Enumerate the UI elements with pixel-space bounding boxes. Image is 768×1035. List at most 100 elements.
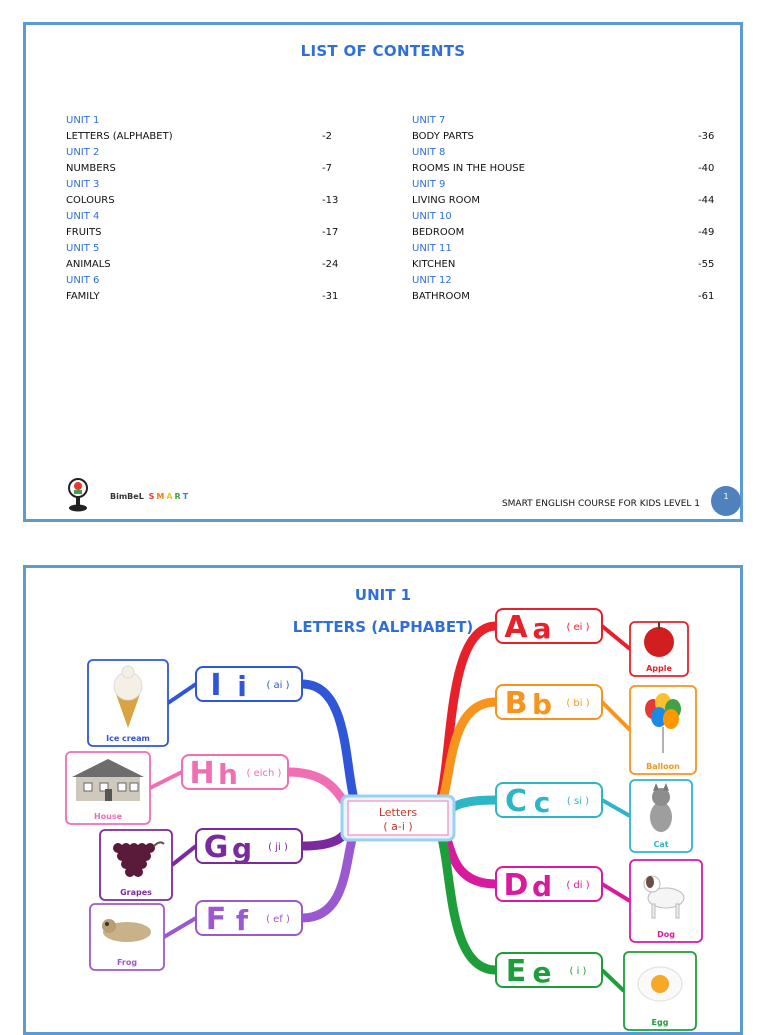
picture-word: Cat	[653, 840, 668, 849]
toc-entry-title: ROOMS IN THE HOUSE	[412, 163, 525, 174]
pronunciation-label: ( ji )	[268, 842, 288, 853]
toc-entry[interactable]: BEDROOM -49	[412, 225, 722, 241]
house-icon	[72, 759, 144, 801]
picture-card-balloon[interactable]: Balloon	[629, 685, 697, 775]
toc-entry[interactable]: BATHROOM-61	[412, 289, 722, 305]
smart-letter: T	[182, 492, 189, 501]
uppercase-letter: D	[504, 868, 529, 903]
picture-word: Egg	[652, 1018, 669, 1027]
toc-entry-title: LETTERS (ALPHABET)	[66, 131, 173, 142]
picture-word: Balloon	[646, 762, 680, 771]
picture-connector	[149, 770, 183, 790]
toc-unit-label: UNIT 4	[66, 211, 100, 222]
toc-entry-title: FRUITS	[66, 227, 102, 238]
page-number-badge: 1	[711, 486, 741, 516]
smart-letter: A	[166, 492, 173, 501]
pronunciation-label: ( di )	[566, 880, 589, 891]
apple-icon	[644, 622, 674, 657]
toc-unit-label: UNIT 2	[66, 147, 100, 158]
balloon-icon	[645, 693, 681, 753]
picture-word: Frog	[117, 958, 137, 967]
picture-word: Grapes	[120, 888, 152, 897]
uppercase-letter: B	[505, 686, 528, 721]
toc-entry-title: COLOURS	[66, 195, 115, 206]
picture-word: Ice cream	[106, 734, 150, 743]
toc-unit-label: UNIT 6	[66, 275, 100, 286]
toc-entry-title: BEDROOM	[412, 227, 465, 238]
center-node: Letters ( a-i )	[340, 794, 456, 842]
toc-entry[interactable]: LETTERS (ALPHABET) -2	[66, 129, 346, 145]
picture-connector	[600, 700, 632, 732]
lowercase-letter: c	[534, 786, 551, 819]
uppercase-letter: C	[505, 784, 527, 819]
picture-card-house[interactable]: House	[65, 751, 151, 825]
picture-card-egg[interactable]: Egg	[623, 951, 697, 1031]
grapes-icon	[113, 841, 165, 877]
picture-word: Apple	[646, 664, 672, 673]
picture-connector	[600, 882, 632, 903]
toc-unit-label: UNIT 11	[412, 243, 452, 254]
picture-connector	[601, 798, 631, 818]
toc-entry-title: BODY PARTS	[412, 131, 474, 142]
picture-connector	[170, 844, 198, 867]
pronunciation-label: ( si )	[567, 796, 589, 807]
toc-entry-page: -2	[322, 131, 332, 142]
lowercase-letter: g	[232, 832, 252, 865]
toc-entry-page: -7	[322, 163, 332, 174]
uppercase-letter: F	[206, 902, 227, 937]
pronunciation-label: ( ef )	[266, 914, 290, 925]
picture-card-cat[interactable]: Cat	[629, 779, 693, 853]
lowercase-letter: e	[533, 956, 552, 989]
toc-entry[interactable]: FAMILY-31	[66, 289, 346, 305]
egg-icon	[637, 966, 683, 1002]
toc-entry[interactable]: NUMBERS-7	[66, 161, 346, 177]
ice-cream-icon	[113, 665, 143, 728]
toc-entry[interactable]: FRUITS-17	[66, 225, 346, 241]
lowercase-letter: a	[533, 612, 552, 645]
toc-entry-page: -40	[698, 163, 715, 174]
toc-entry[interactable]: KITCHEN-55	[412, 257, 722, 273]
uppercase-letter: A	[504, 610, 528, 645]
toc-entry-title: ANIMALS	[66, 259, 111, 270]
picture-word: House	[94, 812, 123, 821]
picture-connector	[166, 682, 198, 705]
pronunciation-label: ( ei )	[566, 622, 589, 633]
toc-entry-page: -49	[698, 227, 715, 238]
toc-entry-title: BATHROOM	[412, 291, 470, 302]
lowercase-letter: h	[218, 758, 238, 791]
toc-unit-label: UNIT 7	[412, 115, 446, 126]
lowercase-letter: d	[532, 870, 552, 903]
picture-card-grapes[interactable]: Grapes	[99, 829, 173, 901]
picture-card-dog[interactable]: Dog	[629, 859, 703, 943]
cat-icon	[650, 783, 672, 832]
toc-entry[interactable]: LIVING ROOM-44	[412, 193, 722, 209]
toc-entry[interactable]: COLOURS-13	[66, 193, 346, 209]
picture-card-ice-cream[interactable]: Ice cream	[87, 659, 169, 747]
pronunciation-label: ( i )	[570, 966, 587, 977]
lowercase-letter: b	[532, 688, 552, 721]
frog-icon	[102, 919, 151, 942]
center-label-2: ( a-i )	[383, 820, 412, 833]
pronunciation-label: ( bi )	[566, 698, 589, 709]
toc-entry[interactable]: BODY PARTS-36	[412, 129, 722, 145]
smart-letter: R	[174, 492, 181, 501]
picture-word: Dog	[657, 930, 675, 939]
picture-card-frog[interactable]: Frog	[89, 903, 165, 971]
center-label-1: Letters	[379, 806, 418, 819]
toc-entry[interactable]: ANIMALS-24	[66, 257, 346, 273]
toc-unit-label: UNIT 5	[66, 243, 100, 254]
picture-card-apple[interactable]: Apple	[629, 621, 689, 677]
toc-entry[interactable]: ROOMS IN THE HOUSE -40	[412, 161, 722, 177]
